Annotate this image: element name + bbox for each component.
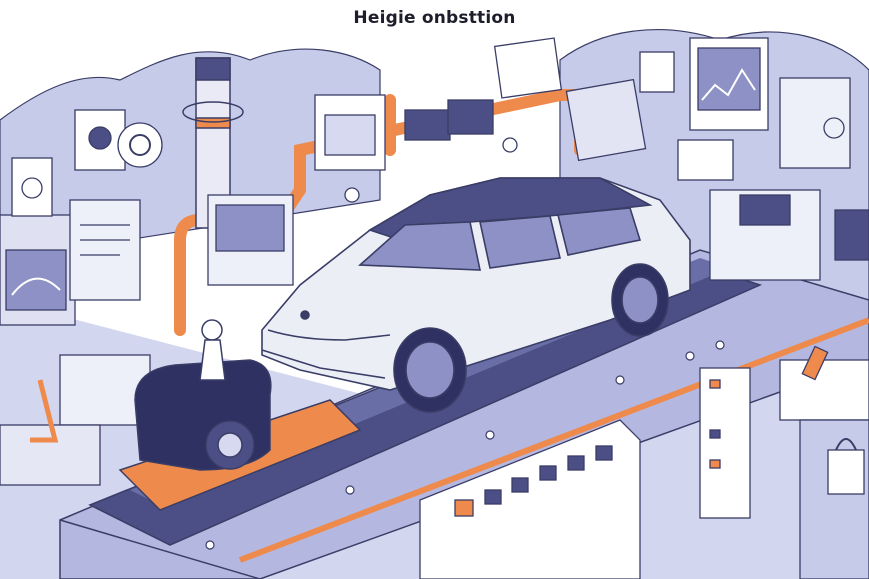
top-devices (207, 37, 647, 286)
gear-icon (21, 177, 43, 199)
bottom-console (419, 419, 641, 579)
robot-cart (118, 319, 362, 511)
conveyor-bolts (205, 340, 725, 550)
gear-icon (823, 117, 845, 139)
car (261, 177, 691, 413)
gear-icon (88, 126, 112, 150)
chart-icon (701, 68, 756, 101)
left-panels (0, 109, 163, 486)
lock-icon (827, 449, 865, 495)
page-title: Heigie onbsttion (353, 8, 516, 28)
right-panels (639, 37, 869, 579)
